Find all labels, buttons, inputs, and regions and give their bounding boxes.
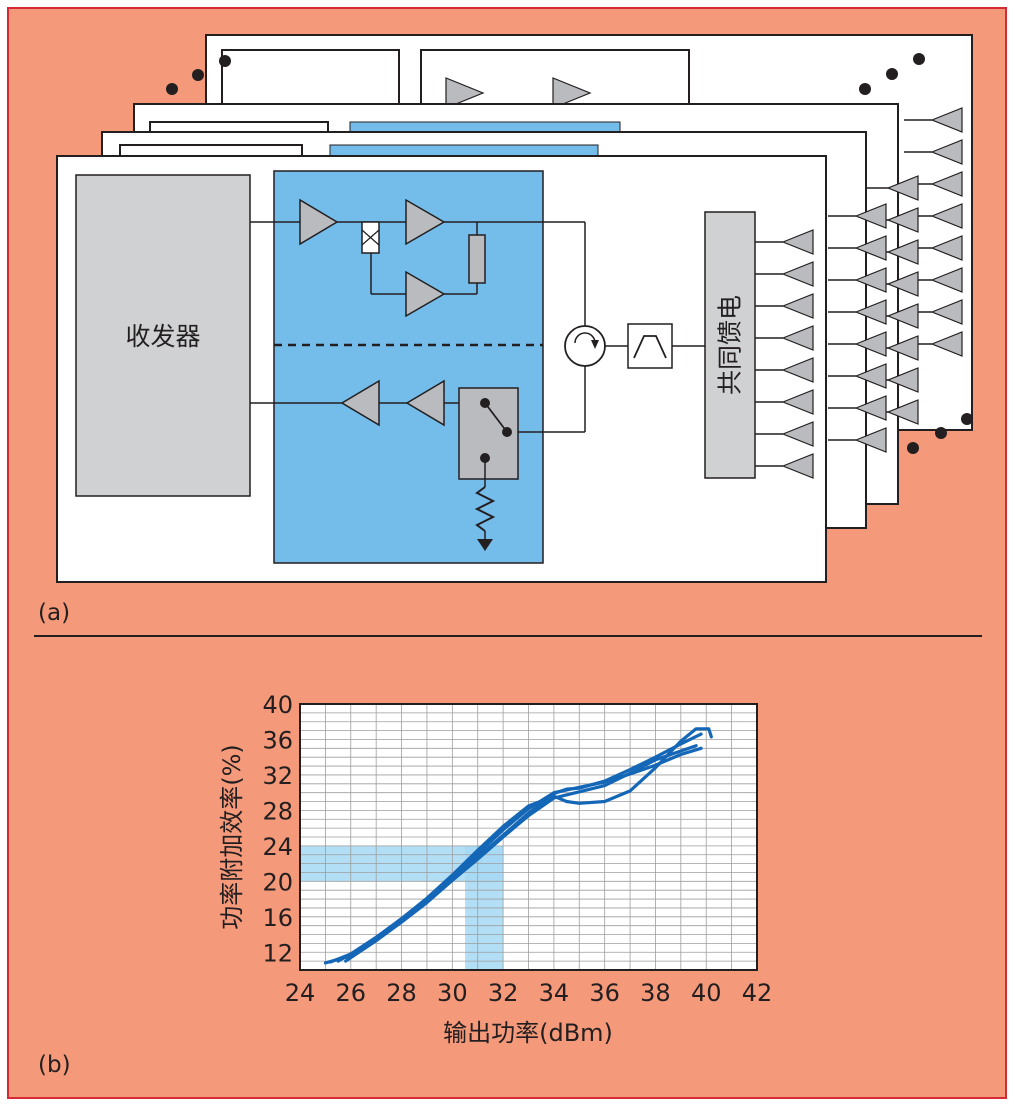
antenna-element-icon — [854, 299, 887, 325]
termination-resistor-icon — [468, 234, 486, 284]
y-tick-label: 24 — [262, 833, 293, 861]
antenna-element-icon — [781, 261, 814, 287]
y-axis-label: 功率附加效率(%) — [218, 744, 246, 930]
antenna-element-icon — [854, 203, 887, 229]
antenna-element-icon — [854, 395, 887, 421]
transceiver-label: 收发器 — [125, 322, 200, 351]
x-tick-label: 24 — [285, 979, 316, 1007]
common-feed-label: 共同馈电 — [716, 295, 745, 395]
circulator-icon — [564, 325, 606, 367]
y-tick-label: 16 — [262, 904, 293, 932]
tx-amplifier-2-icon — [405, 198, 446, 246]
rx-amplifier-1-icon — [340, 379, 380, 427]
antenna-element-icon — [781, 421, 814, 447]
antenna-element-icon — [886, 367, 919, 393]
y-tick-labels: 12 16 20 24 28 32 36 40 — [262, 691, 293, 967]
transceiver-block — [75, 174, 251, 497]
panel-b: 24 26 28 30 32 34 36 38 40 42 12 16 20 24 28 32 36 40 输出… — [38, 691, 772, 1078]
quadrature-coupler-icon — [361, 221, 380, 254]
antenna-element-icon — [886, 303, 919, 329]
antenna-element-icon — [854, 331, 887, 357]
x-tick-label: 32 — [488, 979, 519, 1007]
antenna-element-icon — [930, 107, 963, 133]
x-tick-label: 26 — [336, 979, 367, 1007]
tr-switch-icon — [458, 387, 519, 480]
x-tick-label: 38 — [640, 979, 671, 1007]
y-tick-label: 12 — [262, 939, 293, 967]
antenna-element-icon — [886, 239, 919, 265]
antenna-element-icon — [930, 203, 963, 229]
y-tick-label: 32 — [262, 762, 293, 790]
y-tick-label: 36 — [262, 726, 293, 754]
antenna-element-icon — [781, 389, 814, 415]
x-axis-label: 输出功率(dBm) — [443, 1019, 613, 1047]
antenna-element-icon — [930, 299, 963, 325]
antenna-element-icon — [930, 331, 963, 357]
tx-amplifier-1-icon — [299, 198, 339, 246]
tx-amplifier-3-icon — [405, 270, 446, 318]
antenna-element-icon — [781, 453, 814, 479]
panel-a-label: (a) — [38, 600, 70, 626]
antenna-element-icon — [781, 325, 814, 351]
antenna-element-icon — [854, 267, 887, 293]
antenna-element-icon — [781, 293, 814, 319]
antenna-element-icon — [854, 427, 887, 453]
efficiency-curve-4 — [328, 727, 713, 964]
plot-frame — [299, 703, 758, 971]
antenna-element-icon — [854, 363, 887, 389]
module-card-front: 收发器 — [56, 155, 827, 583]
tx-wiring — [250, 221, 586, 326]
panel-a: 收发器 — [38, 34, 973, 626]
antenna-element-icon — [781, 229, 814, 255]
antenna-element-icon — [886, 175, 919, 201]
antenna-element-icon — [781, 357, 814, 383]
x-tick-label: 30 — [437, 979, 468, 1007]
efficiency-curve-3 — [344, 744, 698, 963]
x-tick-label: 34 — [539, 979, 570, 1007]
y-tick-label: 28 — [262, 797, 293, 825]
efficiency-curves — [323, 727, 713, 965]
antenna-element-icon — [886, 335, 919, 361]
x-tick-label: 42 — [742, 979, 773, 1007]
x-tick-labels: 24 26 28 30 32 34 36 38 40 42 — [285, 979, 773, 1007]
antenna-element-icon — [886, 207, 919, 233]
antenna-element-icon — [930, 235, 963, 261]
x-tick-label: 36 — [589, 979, 620, 1007]
common-feed-block — [704, 211, 756, 479]
panel-b-label: (b) — [38, 1052, 71, 1078]
antenna-element-icon — [886, 399, 919, 425]
load-resistor-icon — [474, 486, 496, 551]
front-antenna-array — [755, 229, 814, 479]
antenna-element-icon — [886, 271, 919, 297]
stack-ellipsis-dots — [166, 53, 973, 454]
antenna-element-icon — [854, 235, 887, 261]
antenna-element-icon — [930, 267, 963, 293]
antenna-element-icon — [930, 139, 963, 165]
rx-amplifier-2-icon — [405, 379, 445, 427]
bandpass-filter-icon — [627, 323, 673, 369]
antenna-element-icon — [930, 171, 963, 197]
x-tick-label: 28 — [386, 979, 417, 1007]
x-tick-label: 40 — [691, 979, 722, 1007]
y-tick-label: 20 — [262, 868, 293, 896]
y-tick-label: 40 — [262, 691, 293, 719]
